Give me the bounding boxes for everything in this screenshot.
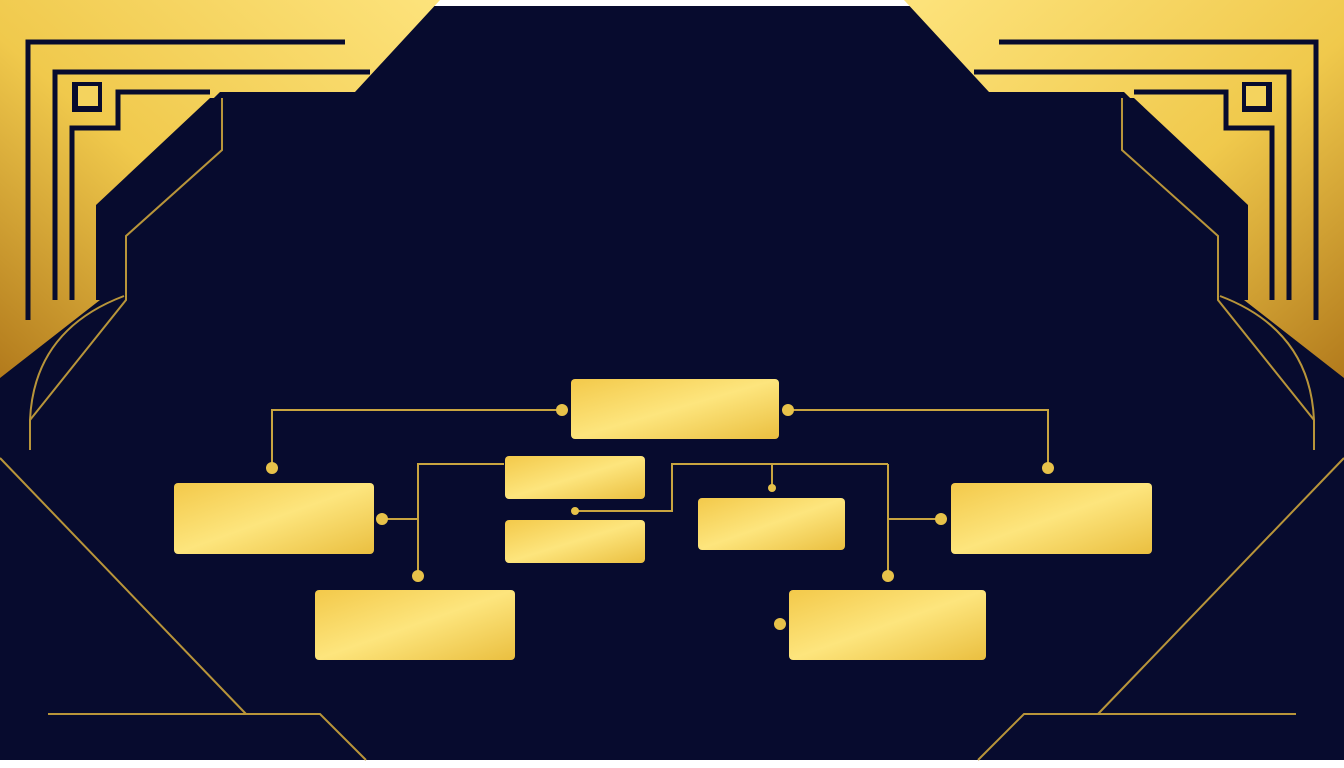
connector-dot bbox=[935, 513, 947, 525]
org-chart-boxes bbox=[174, 379, 1152, 660]
box-left-branch bbox=[174, 483, 374, 554]
connector-dot bbox=[412, 570, 424, 582]
box-center-bottom bbox=[505, 520, 645, 563]
connector-center-bottom-to-center-right bbox=[575, 463, 888, 512]
connector-lines bbox=[271, 409, 1049, 576]
art-deco-frame-lines bbox=[0, 98, 1344, 761]
connector-dot bbox=[882, 570, 894, 582]
connector-dot bbox=[376, 513, 388, 525]
box-bottom-left bbox=[315, 590, 515, 660]
art-deco-corner-top-left bbox=[0, 0, 440, 378]
connector-root-to-right-branch bbox=[788, 409, 1049, 468]
connector-dot bbox=[774, 618, 786, 630]
box-bottom-right bbox=[789, 590, 986, 660]
connector-dot bbox=[556, 404, 568, 416]
box-center-top bbox=[505, 456, 645, 499]
art-deco-corner-top-right bbox=[904, 0, 1344, 378]
connector-dot bbox=[571, 507, 579, 515]
connector-root-to-left-branch bbox=[271, 409, 562, 468]
box-center-right bbox=[698, 498, 845, 550]
connector-dot bbox=[782, 404, 794, 416]
connector-dot bbox=[768, 484, 776, 492]
box-right-branch bbox=[951, 483, 1152, 554]
connector-dot bbox=[266, 462, 278, 474]
connector-dots bbox=[266, 404, 1054, 630]
connector-dot bbox=[1042, 462, 1054, 474]
connector-left-branch-to-center-top bbox=[382, 463, 504, 520]
box-root bbox=[571, 379, 779, 439]
